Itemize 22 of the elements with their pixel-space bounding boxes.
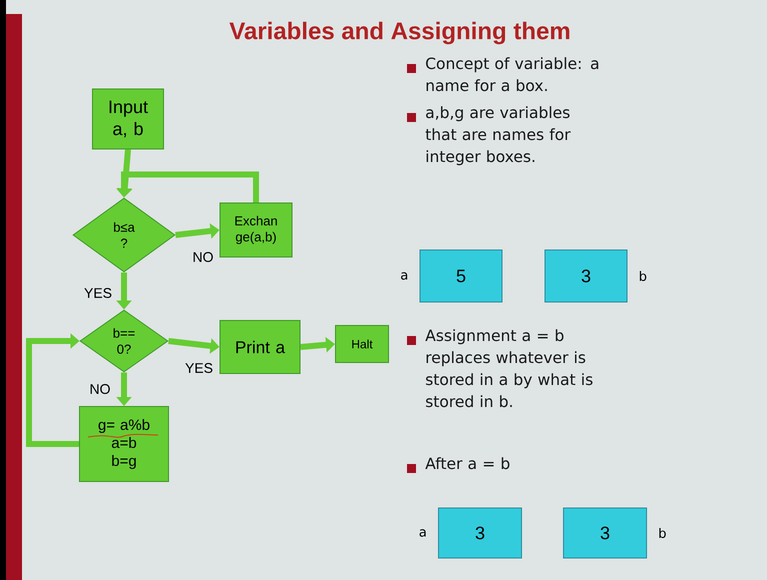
edge-label: YES: [184, 362, 214, 374]
edge-label: NO: [192, 251, 214, 263]
variable-name: b: [640, 270, 646, 282]
value-box: 5: [420, 250, 502, 302]
value-box: 3: [438, 508, 522, 558]
edge-label: NO: [88, 383, 112, 395]
bullet-text: Assignment a = b replaces whatever is stored in a by what is stored in b.: [425, 329, 592, 408]
process-box: Exchan ge(a,b): [220, 202, 292, 258]
value-box: 3: [544, 250, 628, 302]
variable-name: b: [659, 528, 666, 538]
process-box: Input a, b: [92, 88, 164, 150]
edge-label: YES: [83, 287, 113, 299]
bullet-text: a,b,g are variables that are names for integer boxes.: [426, 106, 571, 166]
process-box: g= a%b a=b b=g: [79, 406, 169, 482]
variable-name: a: [401, 272, 408, 280]
bullet-text: Concept of variable: a name for a box.: [426, 57, 598, 92]
bullet-text: After a = b: [425, 457, 510, 470]
process-box: Print a: [220, 320, 300, 374]
title: Variables and Assigning them: [229, 22, 570, 44]
process-box: Halt: [335, 325, 389, 363]
variable-name: a: [420, 529, 426, 537]
value-box: 3: [563, 508, 648, 558]
